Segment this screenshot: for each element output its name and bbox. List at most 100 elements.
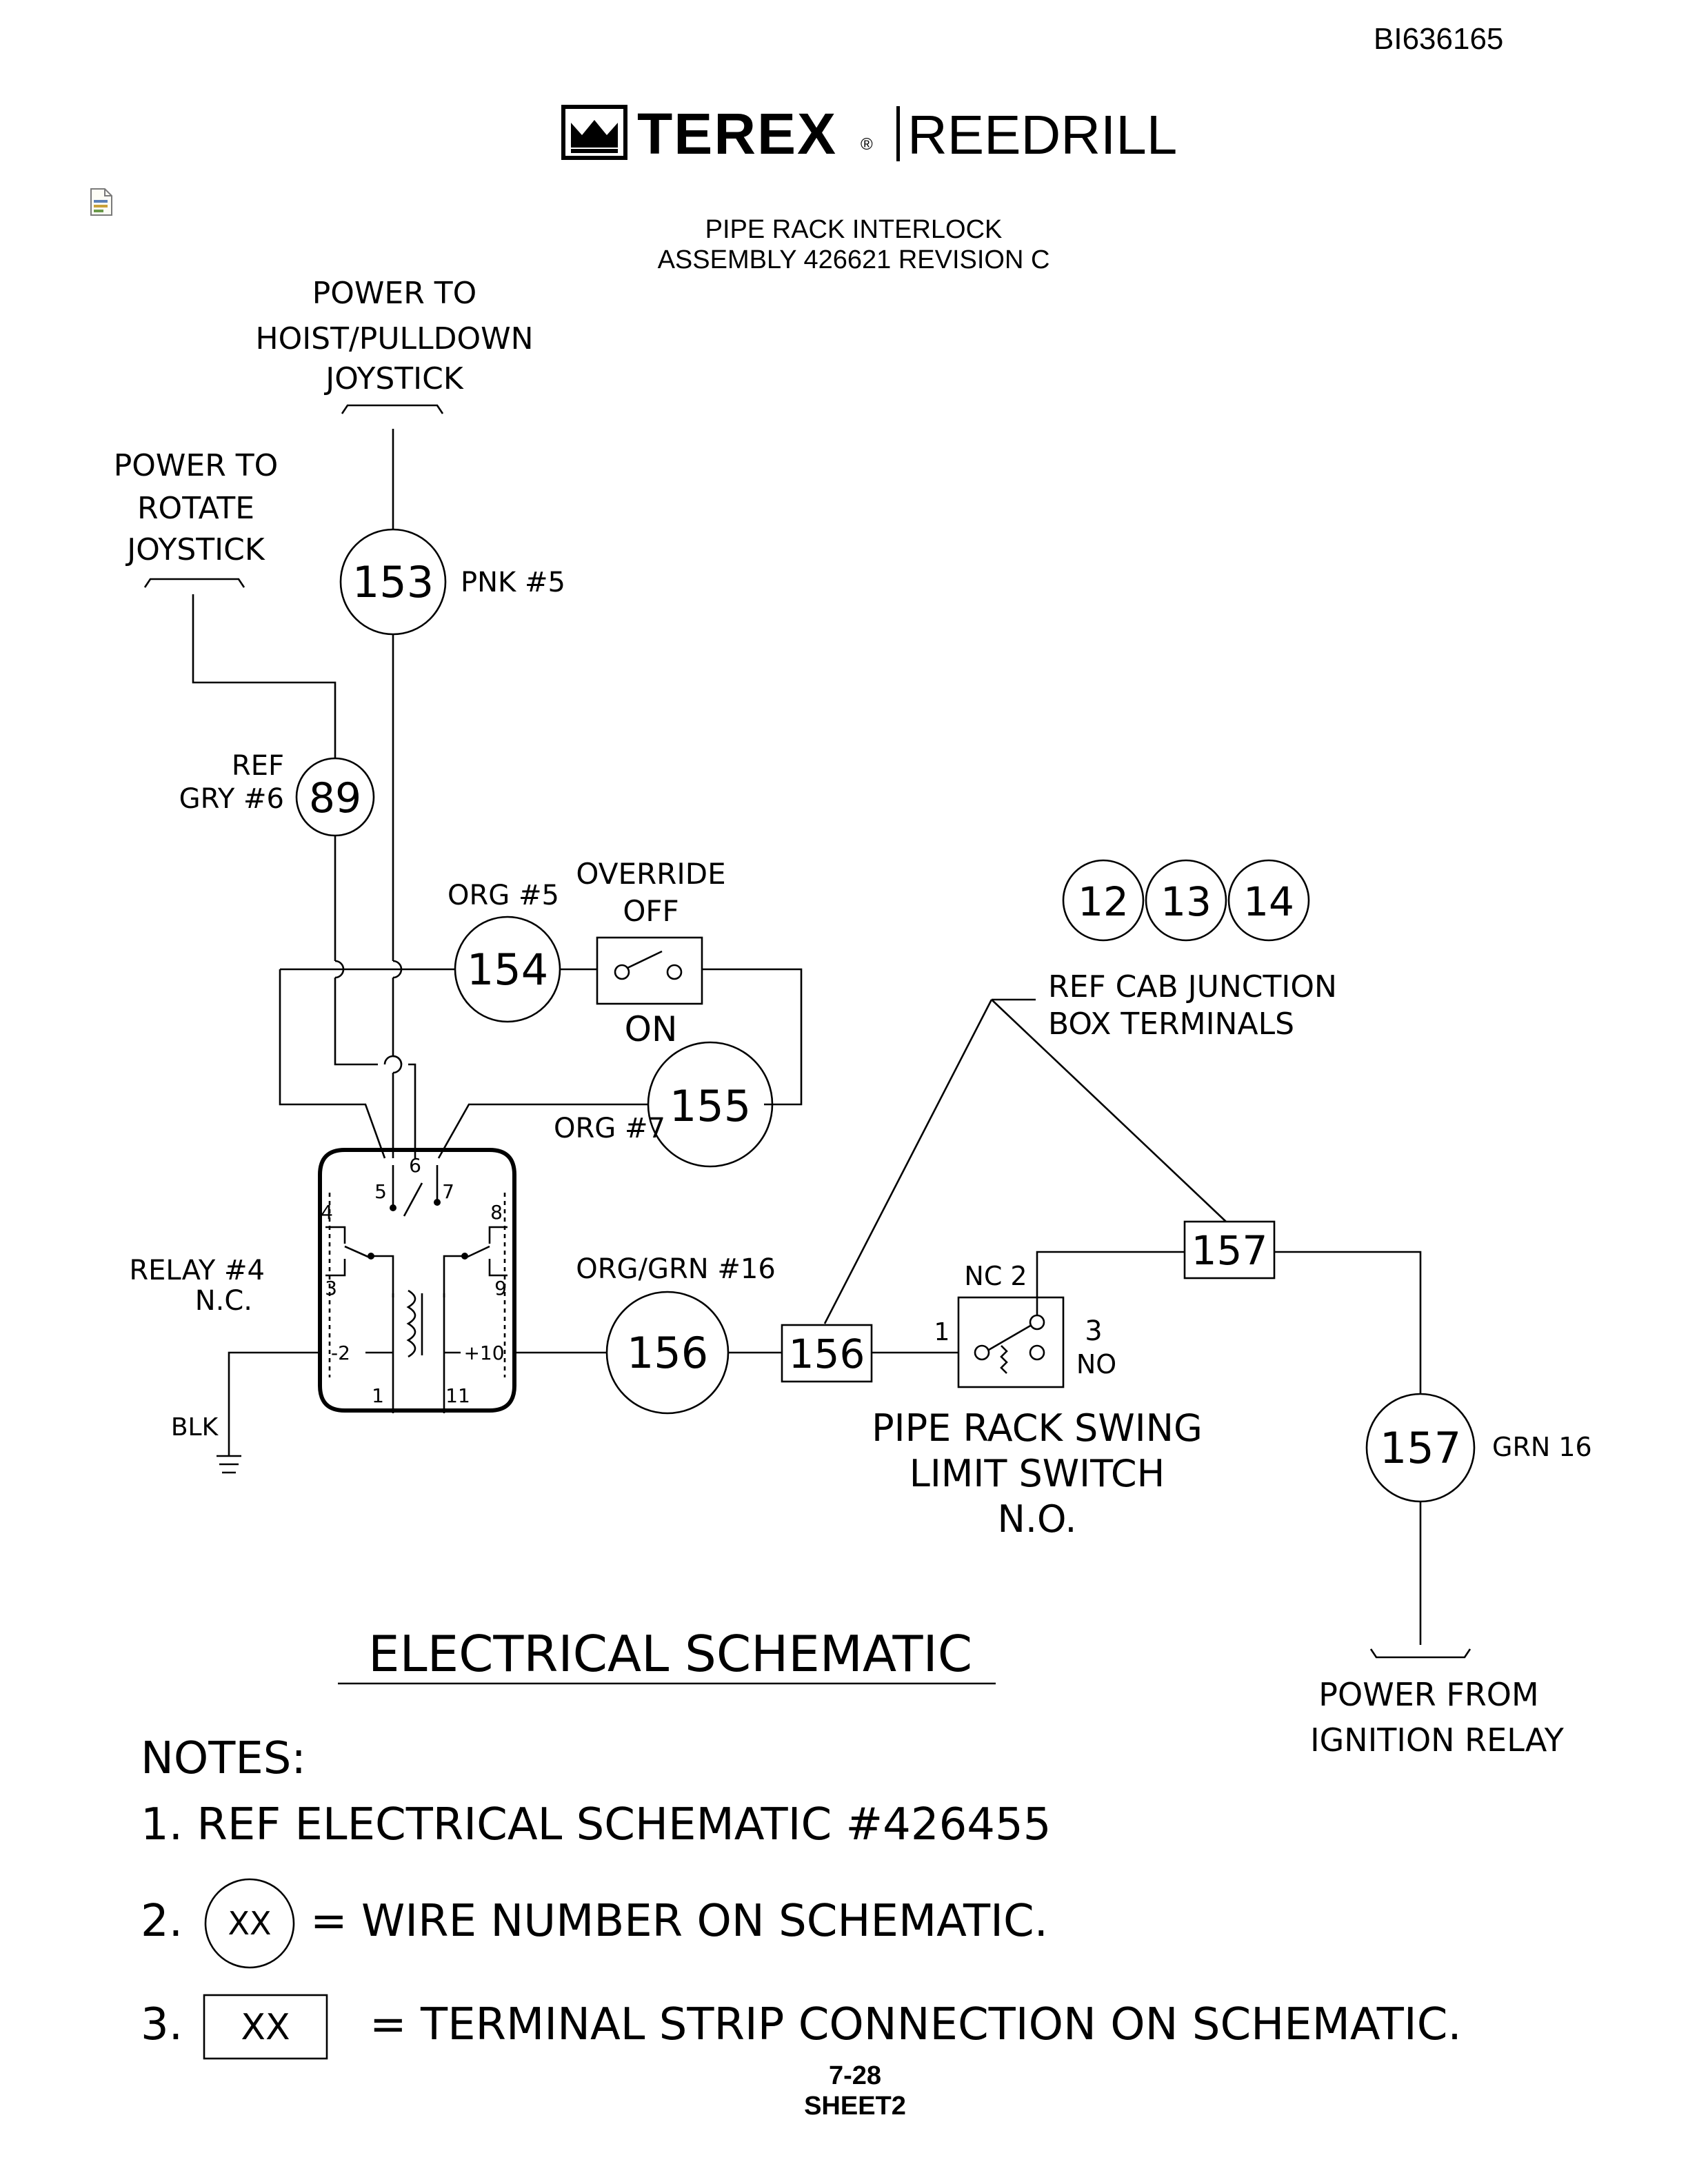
relay-pin-2: -2 (331, 1342, 350, 1364)
rotate-lead-wire (192, 594, 336, 758)
override-return-wire (702, 968, 803, 1106)
ignition-label-line-2: IGNITION RELAY (1310, 1721, 1565, 1759)
wire-89-to-relay (408, 1063, 416, 1158)
crown-logo-icon (561, 105, 627, 160)
ground-wire (228, 1351, 320, 1456)
switch-spring (1000, 1345, 1008, 1374)
note-2-number: 2. (141, 1896, 183, 1947)
relay-contact-3-lead (325, 1259, 346, 1277)
switch-contact-3 (1029, 1344, 1045, 1361)
terminal-157-to-wire (1274, 1251, 1422, 1394)
note-3-symbol-text: XX (241, 2007, 290, 2048)
wire-153-number: 153 (352, 557, 434, 607)
relay-body (318, 1148, 516, 1413)
logo-divider (896, 106, 900, 161)
rotate-power-line-1: POWER TO (114, 448, 279, 483)
relay-pin-3: 3 (325, 1277, 337, 1300)
relay-pin-7: 7 (442, 1180, 454, 1203)
override-contact-right (666, 964, 683, 980)
ground-label: BLK (171, 1413, 219, 1442)
schematic-heading: ELECTRICAL SCHEMATIC (368, 1625, 972, 1683)
switch-label-line-2: LIMIT SWITCH (910, 1452, 1165, 1495)
jb-leader-to-157 (991, 999, 1227, 1222)
note-2-text: = WIRE NUMBER ON SCHEMATIC. (310, 1896, 1048, 1947)
override-switch-blade (627, 950, 663, 969)
switch-pin-1: 1 (934, 1318, 950, 1346)
hoist-power-line-1: POWER TO (312, 276, 477, 311)
switch-no-label: NO (1076, 1349, 1116, 1379)
relay-label-line-2: N.C. (195, 1285, 252, 1317)
logo-registered: ® (861, 135, 873, 154)
rotate-connector-bracket (143, 578, 245, 588)
jb-terminal-13 (1145, 859, 1227, 942)
override-toggle-switch (596, 936, 703, 1005)
wire-153-label: PNK #5 (461, 567, 565, 598)
relay-contact-5 (390, 1204, 396, 1211)
note-1: 1. REF ELECTRICAL SCHEMATIC #426455 (141, 1799, 1051, 1850)
terminal-156-number: 156 (789, 1331, 865, 1377)
rotate-power-line-3: JOYSTICK (125, 532, 265, 567)
relay-right-blade (465, 1245, 490, 1259)
note-2-wire-symbol (204, 1878, 295, 1969)
document-id: BI636165 (1374, 22, 1504, 56)
page-number: 7-28 (828, 2061, 882, 2090)
wire-89-hop-2 (383, 1055, 403, 1065)
document-icon[interactable] (90, 188, 113, 216)
override-label-line-2: OFF (623, 894, 679, 928)
override-on-label: ON (625, 1009, 678, 1049)
limit-switch-body (957, 1296, 1065, 1388)
wire-155-number: 155 (670, 1081, 751, 1131)
relay-coil (406, 1289, 416, 1358)
switch-nc-label: NC 2 (964, 1261, 1027, 1291)
relay-pin-4: 4 (321, 1201, 333, 1224)
terminal-157-number: 157 (1192, 1227, 1268, 1274)
wire-156-number: 156 (627, 1328, 708, 1378)
wire-154-label: ORG #5 (448, 880, 559, 911)
note-3-terminal-symbol (203, 1994, 328, 2060)
logo-brand: TEREX (637, 101, 838, 166)
sheet-label: SHEET2 (804, 2092, 906, 2121)
switch-contact-2 (1029, 1314, 1045, 1331)
switch-pin-3: 3 (1085, 1315, 1102, 1347)
hoist-power-line-2: HOIST/PULLDOWN (255, 321, 533, 356)
logo-product: REEDRILL (907, 104, 1178, 165)
relay-common-blade (403, 1182, 423, 1217)
wire-156-label: ORG/GRN #16 (576, 1253, 776, 1285)
switch-label-line-1: PIPE RACK SWING (872, 1406, 1203, 1450)
jb-terminal-14-number: 14 (1243, 878, 1294, 925)
relay-pin-8: 8 (490, 1201, 503, 1224)
jb-label-line-2: BOX TERMINALS (1048, 1007, 1294, 1042)
relay-right-linkage (443, 1255, 465, 1297)
wire-155-to-relay (437, 1103, 648, 1159)
switch-label-line-3: N.O. (997, 1497, 1076, 1541)
wire-89-number: 89 (309, 774, 361, 822)
relay-contact-9-lead (488, 1259, 508, 1277)
jb-terminal-14 (1227, 859, 1310, 942)
ignition-connector-bracket (1369, 1648, 1471, 1659)
title-line-1: PIPE RACK INTERLOCK (705, 215, 1003, 244)
jb-terminal-12 (1062, 859, 1145, 942)
notes-heading: NOTES: (141, 1733, 306, 1784)
wire-155-label: ORG #7 (554, 1113, 665, 1144)
override-bus-down (279, 969, 386, 1159)
relay-left-linkage (371, 1255, 394, 1297)
title-line-2: ASSEMBLY 426621 REVISION C (657, 245, 1050, 274)
switch-to-terminal-157 (1036, 1251, 1185, 1297)
wire-89-label: GRY #6 (179, 783, 284, 815)
relay-pin-10: +10 (463, 1342, 504, 1364)
override-contact-left (614, 964, 630, 980)
switch-contact-1 (974, 1344, 990, 1361)
note-3-number: 3. (141, 1999, 183, 2050)
jb-label-line-1: REF CAB JUNCTION (1048, 969, 1337, 1004)
wire-157-label: GRN 16 (1492, 1432, 1592, 1462)
relay-contact-8-lead (488, 1226, 508, 1244)
jb-leader-to-156 (823, 999, 993, 1324)
override-label-line-1: OVERRIDE (576, 857, 725, 891)
ignition-label-line-1: POWER FROM (1318, 1676, 1538, 1713)
relay-label-line-1: RELAY #4 (129, 1255, 265, 1286)
wire-157-number: 157 (1380, 1423, 1461, 1473)
terminal-157-box (1183, 1220, 1276, 1280)
hoist-power-line-3: JOYSTICK (323, 361, 464, 396)
hoist-connector-bracket (341, 404, 444, 414)
